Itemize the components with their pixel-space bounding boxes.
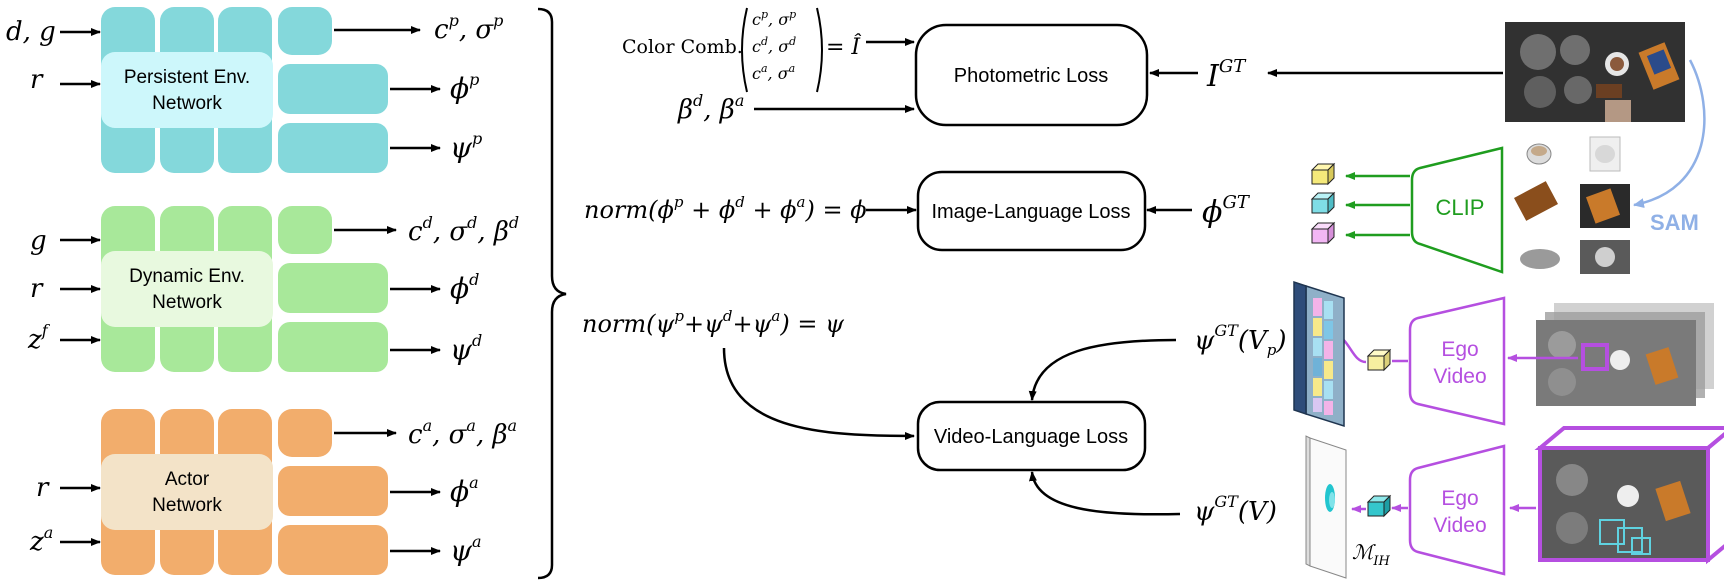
output-cp-sigmap: cp, σp [434,11,503,45]
actor-head-semantic [278,466,388,516]
output-psid: ψd [450,331,482,366]
ego-video-2-line1: Ego [1441,487,1478,510]
actor-network: Actor Network [101,409,388,575]
phi-gt: ϕGT [1202,192,1251,230]
sam-label: SAM [1650,210,1699,235]
persistent-head-color [278,7,332,55]
ego-video-model-2 [1408,444,1506,576]
clip-feature-cube-pink [1310,221,1336,245]
matrix-left-paren [741,7,748,93]
ego-video-model-1 [1408,296,1506,426]
photometric-loss-label: Photometric Loss [954,65,1109,87]
actor-label-line1: Actor [165,469,210,490]
ego-video-2-line2: Video [1433,514,1486,537]
photometric-loss-box [914,23,1149,127]
ego-video-1-line2: Video [1433,365,1486,388]
actor-label-line2: Network [152,495,222,516]
input-dg: d, g [6,17,56,47]
matrix-row-2: cd, σd [752,35,796,56]
psi-gt-v: ψGT(V) [1194,492,1277,527]
persistent-label-box [101,52,273,128]
dynamic-label-box [101,251,273,327]
ground-truth-image [1505,22,1685,122]
output-brace [537,7,567,580]
actor-head-color [278,409,332,457]
output-psip: ψp [450,129,482,164]
color-comb-label: Color Comb. [622,36,743,58]
dynamic-head-video [278,322,388,372]
dynamic-label-line2: Network [152,292,222,313]
output-psia: ψa [450,532,482,567]
matrix-row-1: cp, σp [752,8,796,29]
ego-video-frames-2 [1534,426,1724,565]
norm-phi-formula: norm(ϕp + ϕd + ϕa) = ϕ [584,193,867,224]
persistent-network: Persistent Env. Network [101,7,388,173]
feature-grid [1293,280,1345,428]
input-zf: zf [27,321,51,355]
input-r-actor: r [36,473,50,503]
matrix-right-paren [816,7,823,93]
dynamic-head-semantic [278,263,388,313]
video-language-loss-label: Video-Language Loss [934,426,1128,448]
input-za: za [29,523,53,557]
ego-video-frames-1 [1536,303,1714,406]
input-r-dynamic: r [30,274,44,304]
output-phip: ϕp [450,70,479,105]
persistent-label-line1: Persistent Env. [124,67,250,88]
norm-psi-formula: norm(ψp+ψd+ψa) = ψ [582,307,845,338]
clip-model-box [1410,146,1504,274]
ego-video-2-feature-cube [1366,494,1392,518]
image-language-loss-label: Image-Language Loss [931,201,1130,223]
output-cd-sigmad-betad: cd, σd, βd [408,213,519,247]
persistent-head-video [278,123,388,173]
dynamic-head-color [278,206,332,254]
input-g-dynamic: g [30,226,47,256]
output-ca-sigmaa-betaa: ca, σa, βa [408,416,517,450]
dynamic-network: Dynamic Env. Network [101,206,388,372]
ego-video-1-feature-cube [1366,348,1392,372]
matrix-result-ihat: = Î [826,33,861,60]
persistent-head-semantic [278,64,388,114]
ego-video-1-line1: Ego [1441,338,1478,361]
clip-label: CLIP [1436,195,1485,220]
matrix-row-3: ca, σa [752,62,795,83]
crop-pan [1520,249,1560,269]
i-gt: IGT [1206,56,1247,94]
actor-head-video [278,525,388,575]
arrow-psigtv-videolang [1028,471,1181,516]
actor-label-box [101,454,273,530]
m-ih-label: ℳIH [1352,540,1391,569]
input-r-persistent: r [30,65,44,95]
video-language-loss-box [916,400,1147,472]
clip-feature-cube-yellow [1310,162,1336,186]
arrow-sam [1633,59,1706,209]
dynamic-label-line1: Dynamic Env. [129,266,245,287]
output-phia: ϕa [450,473,479,508]
psi-gt-vp: ψGT(Vp) [1194,321,1287,359]
arrow-psigtvp-videolang [1028,338,1177,401]
persistent-label-line2: Network [152,93,222,114]
clip-feature-cube-cyan [1310,191,1336,215]
image-language-loss-box [916,170,1147,252]
output-phid: ϕd [450,270,479,305]
arrow-normpsi-videolang [722,347,915,440]
crop-thumbnails [1514,136,1630,274]
ego-video-1-highlight [1581,343,1609,371]
crop-package [1514,181,1558,221]
beta-d-beta-a: βd, βa [677,91,744,125]
interaction-heatmap-plane [1305,435,1347,579]
